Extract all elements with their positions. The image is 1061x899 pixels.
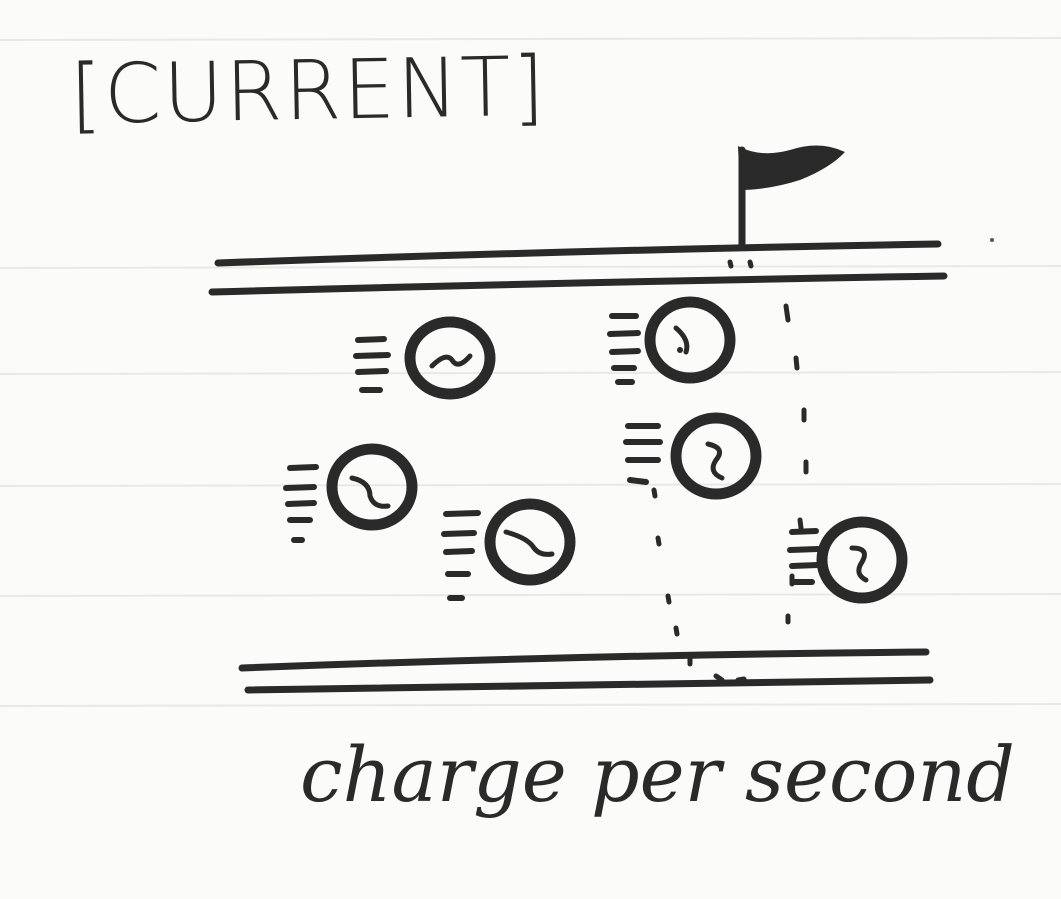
charge-ball-icon [283,443,418,543]
motion-lines [353,336,391,393]
charge-ball-icon [607,296,736,385]
charge-ball-icon [441,498,576,601]
paper-ruling [0,37,1061,707]
flag-icon [738,145,845,251]
pen-mark [990,238,994,242]
motion-lines [787,528,821,585]
charge-ball-icon [623,412,762,500]
motion-lines [441,510,481,601]
charge-ball-icon [787,516,908,604]
motion-lines [283,464,319,543]
wire-top-edge [208,240,948,296]
charge-ball-icon [353,316,496,400]
motion-lines [623,423,663,485]
caption: charge per second [300,730,1015,819]
page-title: [CURRENT] [69,39,548,143]
cross-section-marker [651,259,809,683]
wire-bottom-edge [238,648,934,694]
motion-lines [607,313,641,385]
